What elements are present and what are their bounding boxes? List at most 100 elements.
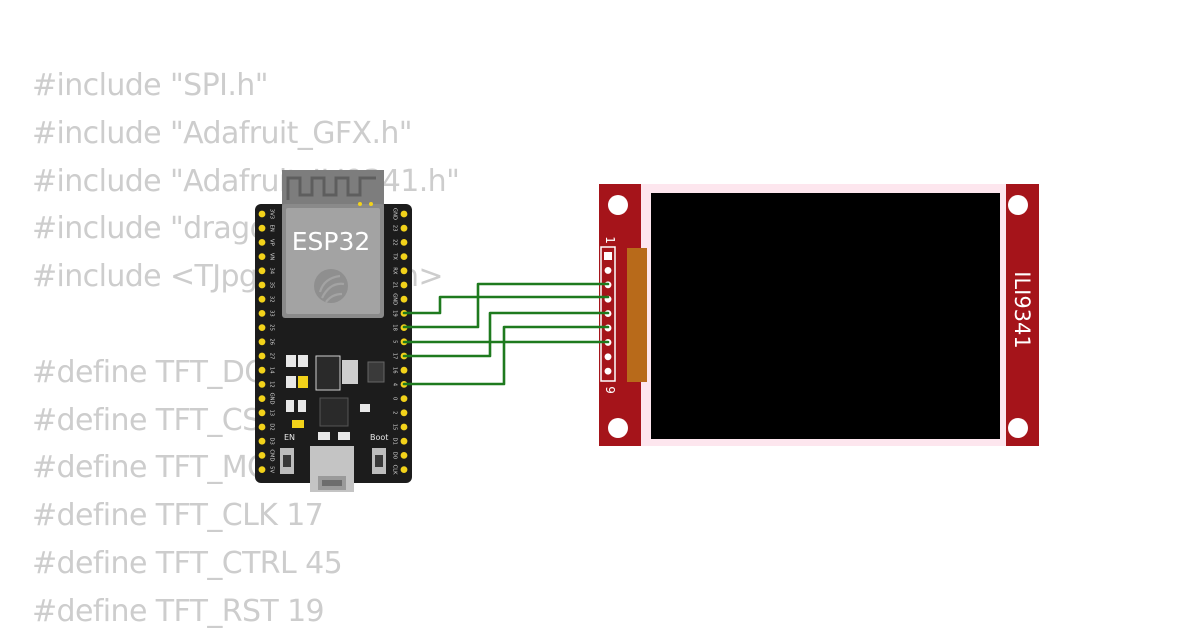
pin-label: 0: [392, 397, 398, 400]
pin-label: 17: [392, 353, 398, 360]
pin-label: 32: [269, 296, 275, 303]
pin-label: 12: [269, 381, 275, 388]
display-pin[interactable]: [604, 252, 612, 260]
display-pin[interactable]: [603, 265, 613, 276]
pin-label: TX: [392, 252, 398, 260]
usb-port: [310, 446, 354, 492]
pin-label: 5V: [269, 466, 275, 473]
pin-hole[interactable]: [400, 210, 408, 218]
pin-hole[interactable]: [400, 239, 408, 246]
pin-hole[interactable]: [258, 338, 266, 346]
pin-hole[interactable]: [258, 281, 266, 289]
display-pin-first: 1: [603, 236, 617, 244]
pin-label: 35: [269, 282, 275, 289]
pin-label: RX: [392, 267, 398, 275]
pin-label: VN: [269, 253, 275, 261]
pin-label: 14: [269, 367, 275, 374]
pin-label: 13: [269, 409, 275, 416]
pin-hole[interactable]: [400, 409, 408, 417]
pin-label: 34: [269, 267, 275, 274]
pin-label: 18: [392, 324, 398, 331]
pin-hole[interactable]: [258, 324, 266, 331]
pin-label: 16: [392, 367, 398, 374]
pin-label: 4: [392, 383, 398, 387]
module-dot: [358, 202, 362, 206]
pin-label: 23: [392, 225, 398, 232]
wire[interactable]: [402, 282, 610, 329]
pin-label: CMD: [269, 449, 275, 461]
pin-hole[interactable]: [258, 352, 266, 360]
pin-hole[interactable]: [258, 267, 266, 275]
pin-hole[interactable]: [400, 281, 408, 289]
pin-hole[interactable]: [258, 381, 266, 388]
pin-hole[interactable]: [258, 395, 266, 402]
pin-hole[interactable]: [400, 366, 408, 374]
code-line: #define TFT_CLK 17: [32, 498, 324, 534]
pin-hole[interactable]: [400, 452, 408, 459]
pin-label: D1: [392, 438, 398, 445]
wire[interactable]: [402, 325, 610, 386]
code-line: #include "Adafruit_GFX.h": [32, 115, 413, 151]
pin-label: VP: [269, 239, 275, 246]
pin-label: 22: [392, 239, 398, 246]
pin-hole[interactable]: [400, 267, 408, 275]
pin-label: GND: [392, 293, 398, 305]
pin-hole[interactable]: [400, 224, 408, 232]
pin-label: GND: [392, 208, 398, 220]
ili9341-display[interactable]: 1 9 ILI9341: [599, 184, 1039, 446]
pin-label: D0: [392, 452, 398, 459]
pin-hole[interactable]: [258, 423, 266, 431]
mount-hole: [1008, 195, 1028, 215]
pin-hole[interactable]: [258, 310, 266, 317]
pin-label: 33: [269, 310, 275, 317]
esp32-module-label: ESP32: [292, 227, 371, 256]
display-label: ILI9341: [1010, 271, 1034, 349]
display-screen: [651, 193, 1000, 439]
pin-label: 2: [392, 411, 398, 414]
pin-label: 27: [269, 353, 275, 360]
pin-hole[interactable]: [258, 437, 266, 445]
pin-hole[interactable]: [258, 366, 266, 374]
pin-hole[interactable]: [258, 466, 266, 473]
display-pin[interactable]: [603, 366, 613, 377]
display-pin[interactable]: [603, 351, 613, 362]
pin-hole[interactable]: [258, 295, 266, 303]
esp32-module-lid: [286, 208, 380, 314]
wire[interactable]: [402, 311, 610, 358]
pin-hole[interactable]: [258, 210, 266, 218]
pin-hole[interactable]: [400, 253, 408, 260]
pin-label: CLK: [392, 465, 398, 476]
mount-hole: [1008, 418, 1028, 438]
boot-button-label: Boot: [370, 433, 388, 442]
code-line: #define TFT_CTRL 45: [32, 545, 343, 581]
pin-label: EN: [269, 225, 275, 232]
pin-hole[interactable]: [400, 466, 408, 473]
flex-connector: [627, 248, 647, 382]
pin-hole[interactable]: [400, 395, 408, 402]
pin-hole[interactable]: [258, 239, 266, 246]
pin-label: 3V3: [269, 209, 275, 219]
pin-hole[interactable]: [258, 452, 266, 459]
pin-hole[interactable]: [400, 423, 408, 431]
pin-label: 5: [392, 340, 398, 343]
pin-hole[interactable]: [258, 409, 266, 417]
left-pin-header: 3V3ENVPVN343532332526271412GND13D2D3CMD5…: [258, 209, 275, 473]
wires: [402, 282, 610, 386]
board-components: [286, 355, 385, 440]
module-dot: [369, 202, 373, 206]
pin-label: D2: [269, 423, 275, 430]
en-button[interactable]: [280, 448, 294, 474]
esp32-board[interactable]: ESP32 EN: [255, 170, 412, 492]
boot-button[interactable]: [372, 448, 386, 474]
pin-label: 21: [392, 282, 398, 289]
esp32-antenna: [282, 170, 384, 208]
pin-hole[interactable]: [400, 295, 408, 303]
wire[interactable]: [402, 295, 610, 315]
pin-hole[interactable]: [400, 437, 408, 445]
pin-hole[interactable]: [258, 224, 266, 232]
pin-hole[interactable]: [258, 253, 266, 260]
pin-label: D3: [269, 438, 275, 445]
pin-label: GND: [269, 393, 275, 405]
code-line: #include "SPI.h": [32, 68, 269, 103]
